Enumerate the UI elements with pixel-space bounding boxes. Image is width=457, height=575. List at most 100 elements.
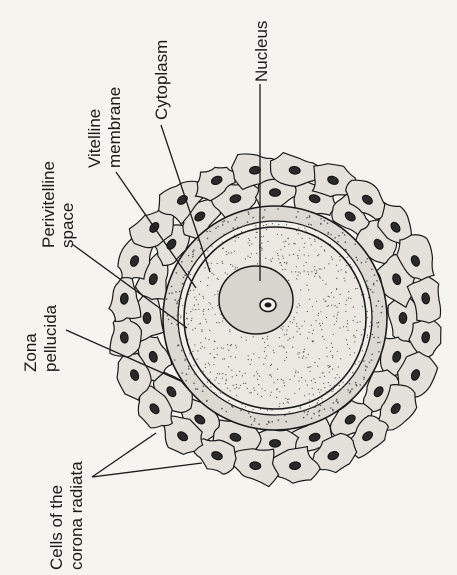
stipple-dot xyxy=(239,371,240,372)
stipple-dot xyxy=(317,315,318,316)
stipple-dot xyxy=(315,320,316,321)
stipple-dot xyxy=(283,346,284,347)
corona-cell-nucleus-0 xyxy=(399,313,407,324)
stipple-dot xyxy=(288,280,289,281)
stipple-dot xyxy=(296,216,298,218)
stipple-dot xyxy=(232,265,233,266)
stipple-dot xyxy=(311,325,312,326)
stipple-dot xyxy=(227,388,228,389)
stipple-dot xyxy=(336,321,337,322)
stipple-dot xyxy=(254,375,255,376)
stipple-dot xyxy=(366,258,368,260)
stipple-dot xyxy=(344,280,345,281)
stipple-dot xyxy=(277,379,278,380)
stipple-dot xyxy=(340,294,341,295)
stipple-dot xyxy=(192,329,193,330)
stipple-dot xyxy=(329,385,330,386)
stipple-dot xyxy=(331,305,332,306)
stipple-dot xyxy=(248,359,249,360)
stipple-dot xyxy=(285,241,286,242)
stipple-dot xyxy=(296,230,297,231)
stipple-dot xyxy=(202,390,204,392)
stipple-dot xyxy=(364,303,365,304)
stipple-dot xyxy=(371,268,373,270)
stipple-dot xyxy=(332,259,333,260)
stipple-dot xyxy=(286,357,287,358)
stipple-dot xyxy=(306,230,307,231)
stipple-dot xyxy=(202,329,203,330)
stipple-dot xyxy=(362,306,363,307)
label-cytoplasm: Cytoplasm xyxy=(152,40,171,120)
stipple-dot xyxy=(332,357,333,358)
stipple-dot xyxy=(245,258,246,259)
stipple-dot xyxy=(367,335,368,336)
stipple-dot xyxy=(264,390,265,391)
stipple-dot xyxy=(178,331,180,333)
stipple-dot xyxy=(293,254,294,255)
stipple-dot xyxy=(313,394,314,395)
stipple-dot xyxy=(321,398,322,399)
stipple-dot xyxy=(207,285,208,286)
stipple-dot xyxy=(289,411,290,412)
stipple-dot xyxy=(245,373,246,374)
stipple-dot xyxy=(363,329,364,330)
stipple-dot xyxy=(372,310,374,312)
stipple-dot xyxy=(237,267,238,268)
corona-cell-nucleus-5 xyxy=(270,440,281,448)
stipple-dot xyxy=(301,377,302,378)
stipple-dot xyxy=(192,256,194,258)
stipple-dot xyxy=(222,224,224,226)
stipple-dot xyxy=(286,330,287,331)
stipple-dot xyxy=(346,265,347,266)
stipple-dot xyxy=(214,341,215,342)
stipple-dot xyxy=(308,255,309,256)
stipple-dot xyxy=(346,326,347,327)
stipple-dot xyxy=(363,378,365,380)
stipple-dot xyxy=(328,232,330,234)
stipple-dot xyxy=(369,362,371,364)
stipple-dot xyxy=(354,341,355,342)
stipple-dot xyxy=(311,244,312,245)
stipple-dot xyxy=(269,374,270,375)
stipple-dot xyxy=(362,350,363,351)
stipple-dot xyxy=(270,365,271,366)
stipple-dot xyxy=(205,364,206,365)
stipple-dot xyxy=(306,285,307,286)
stipple-dot xyxy=(339,327,340,328)
stipple-dot xyxy=(271,392,272,393)
stipple-dot xyxy=(334,393,335,394)
stipple-dot xyxy=(235,237,236,238)
stipple-dot xyxy=(349,348,350,349)
stipple-dot xyxy=(284,385,285,386)
stipple-dot xyxy=(236,347,237,348)
stipple-dot xyxy=(296,266,297,267)
stipple-dot xyxy=(206,377,207,378)
stipple-dot xyxy=(347,320,348,321)
stipple-dot xyxy=(341,388,343,390)
stipple-dot xyxy=(365,352,366,353)
stipple-dot xyxy=(317,366,318,367)
stipple-dot xyxy=(235,345,236,346)
stipple-dot xyxy=(333,334,334,335)
stipple-dot xyxy=(207,238,209,240)
stipple-dot xyxy=(365,369,367,371)
stipple-dot xyxy=(226,251,227,252)
stipple-dot xyxy=(315,273,316,274)
stipple-dot xyxy=(251,424,253,426)
label-vitelline-line1: Vitelline xyxy=(85,109,104,168)
stipple-dot xyxy=(224,220,226,222)
stipple-dot xyxy=(247,221,249,223)
stipple-dot xyxy=(297,307,298,308)
stipple-dot xyxy=(245,406,246,407)
stipple-dot xyxy=(317,236,318,237)
stipple-dot xyxy=(331,256,332,257)
stipple-dot xyxy=(350,390,352,392)
stipple-dot xyxy=(225,383,226,384)
stipple-dot xyxy=(287,401,288,402)
stipple-dot xyxy=(243,383,244,384)
stipple-dot xyxy=(336,400,338,402)
stipple-dot xyxy=(326,391,327,392)
stipple-dot xyxy=(188,271,190,273)
stipple-dot xyxy=(211,263,212,264)
stipple-dot xyxy=(314,241,315,242)
